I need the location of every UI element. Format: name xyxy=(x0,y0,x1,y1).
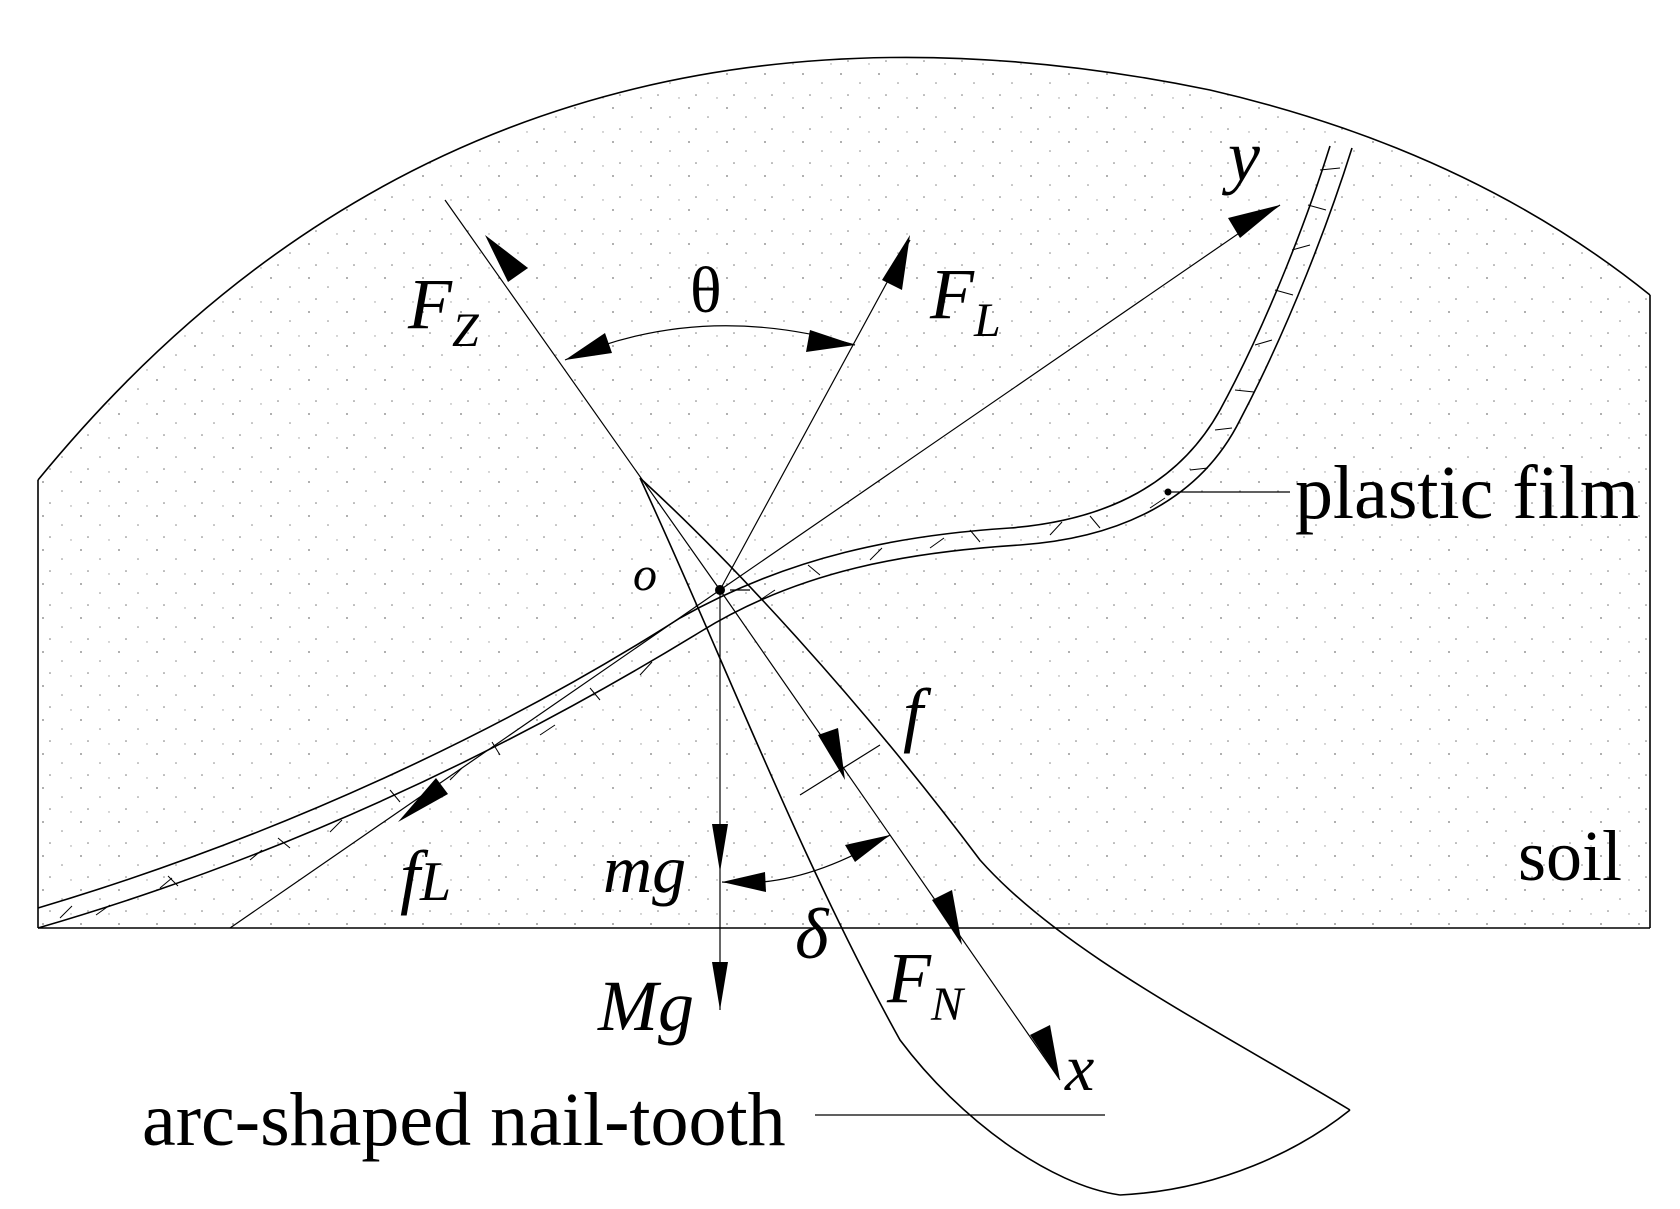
fl-label: FL xyxy=(929,254,1001,347)
plastic-film-label: plastic film xyxy=(1295,451,1639,535)
film-edge-lower xyxy=(37,147,1353,929)
origin-point xyxy=(715,585,725,595)
y-axis-arrow xyxy=(1228,205,1280,238)
soil-label: soil xyxy=(1518,816,1622,896)
fl-small-arrow xyxy=(398,778,448,822)
labels: FZ θ FL y o f fL mg δ Mg FN x plastic fi… xyxy=(142,116,1639,1162)
plastic-film-callout xyxy=(1164,488,1290,496)
delta-label: δ xyxy=(795,894,830,974)
y-axis-label: y xyxy=(1221,116,1260,196)
x-axis-label: x xyxy=(1064,1032,1094,1105)
nail-tooth xyxy=(639,477,1351,1196)
fn-arrow xyxy=(932,890,962,945)
film-hatching xyxy=(59,167,1341,919)
soil-surface-arc xyxy=(37,56,1651,481)
Mg-label: Mg xyxy=(597,966,694,1046)
fl-arrow xyxy=(882,235,910,290)
nail-tooth-label: arc-shaped nail-tooth xyxy=(142,1078,786,1162)
fz-arrow xyxy=(485,235,528,282)
f-arrow xyxy=(818,728,845,780)
mg-arrow xyxy=(712,824,728,872)
soil-region xyxy=(37,56,1651,929)
mg-label: mg xyxy=(603,831,686,907)
angle-markers xyxy=(564,325,891,892)
Mg-arrow xyxy=(712,962,728,1010)
x-axis-arrow xyxy=(1030,1025,1060,1080)
film-edge-upper xyxy=(37,145,1331,909)
origin-label: o xyxy=(633,548,657,601)
plastic-film-band xyxy=(37,145,1353,929)
fz-label: FZ xyxy=(407,264,480,357)
fn-label: FN xyxy=(886,938,966,1031)
theta-label: θ xyxy=(690,254,722,327)
